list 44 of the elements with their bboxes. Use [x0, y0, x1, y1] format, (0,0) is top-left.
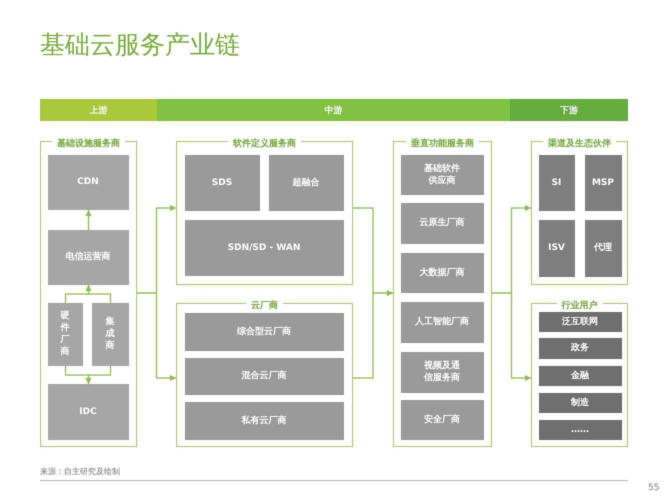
arrow [86, 366, 112, 384]
stage-band: 中游 [157, 99, 510, 121]
category-box: 超融合 [268, 154, 344, 210]
page-title: 基础云服务产业链 [40, 29, 240, 61]
category-box: ISV [538, 220, 574, 276]
category-box: MSP [584, 154, 622, 210]
page-number: 55 [648, 483, 660, 493]
category-box: 混合云厂商 [184, 358, 344, 394]
category-box: 硬件厂商 [48, 302, 82, 366]
category-box: SDN/SD - WAN [184, 220, 344, 276]
category-box: 金融 [538, 366, 622, 386]
arrow [86, 210, 92, 230]
category-box: 电信运营商 [48, 230, 128, 284]
category-box: SI [538, 154, 574, 210]
arrow [353, 290, 393, 379]
category-box: CDN [48, 154, 128, 210]
arrow [492, 292, 531, 381]
category-box: 安全厂商 [400, 400, 484, 440]
stage-band: 下游 [510, 99, 628, 121]
stage-band: 上游 [40, 99, 157, 121]
category-box: 制造 [538, 392, 622, 412]
arrow [137, 292, 176, 381]
category-box: 泛互联网 [538, 312, 622, 332]
category-box: 大数据厂商 [400, 252, 484, 292]
arrow [86, 285, 112, 303]
group-heading: 垂直功能服务商 [406, 139, 479, 149]
group-heading: 渠道及生态伙伴 [543, 139, 616, 149]
category-box: 云原生厂商 [400, 202, 484, 244]
category-box: 综合型云厂商 [184, 312, 344, 350]
category-box: 私有云厂商 [184, 402, 344, 440]
group-heading: 软件定义服务商 [228, 139, 301, 149]
group-heading: 行业用户 [556, 301, 602, 311]
category-box: 政务 [538, 338, 622, 358]
category-box: 集成商 [92, 302, 128, 366]
category-box: 代理 [584, 220, 622, 276]
category-box: IDC [48, 384, 128, 440]
group-heading: 基础设施服务商 [52, 139, 125, 149]
category-box: …… [538, 420, 622, 440]
category-box: 视频及通信服务商 [400, 352, 484, 392]
category-box: 基础软件供应商 [400, 154, 484, 194]
source-note: 来源：自主研究及绘制 [40, 466, 120, 477]
category-box: 人工智能厂商 [400, 302, 484, 342]
group-heading: 云厂商 [246, 301, 283, 311]
category-box: SDS [184, 154, 260, 210]
